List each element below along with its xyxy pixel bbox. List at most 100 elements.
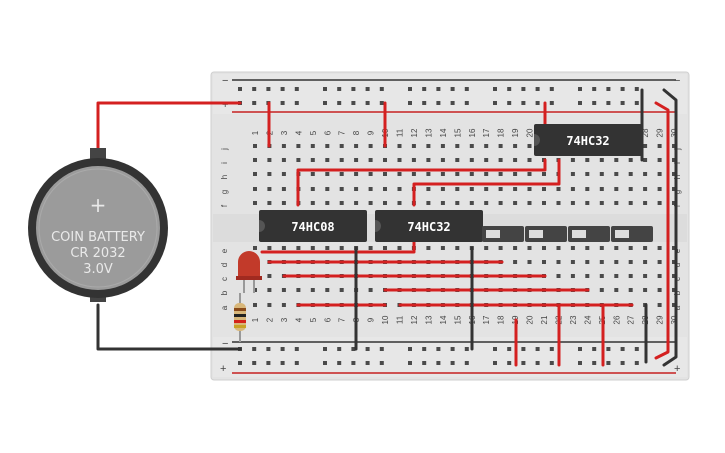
rail-hole[interactable] [365,87,370,91]
breadboard-hole[interactable] [527,172,532,176]
breadboard-hole[interactable] [281,158,286,162]
breadboard-hole[interactable] [542,201,546,205]
rail-hole[interactable] [337,101,342,105]
rail-hole[interactable] [422,87,427,91]
breadboard-hole[interactable] [368,187,373,191]
rail-hole[interactable] [521,361,526,365]
breadboard-hole[interactable] [657,144,662,148]
breadboard-hole[interactable] [585,187,590,191]
breadboard-hole[interactable] [599,158,604,162]
wire-power-rail-right[interactable] [654,101,670,360]
breadboard-hole[interactable] [354,158,359,162]
breadboard-hole[interactable] [310,172,315,176]
breadboard-hole[interactable] [672,246,676,250]
rail-hole[interactable] [606,87,611,91]
rail-hole[interactable] [606,101,611,105]
breadboard-hole[interactable] [614,288,619,292]
rail-hole[interactable] [464,87,469,91]
breadboard-hole[interactable] [281,246,286,250]
breadboard-hole[interactable] [643,274,648,278]
breadboard-hole[interactable] [570,158,575,162]
breadboard-hole[interactable] [310,187,315,191]
rail-hole[interactable] [266,361,271,365]
breadboard-hole[interactable] [657,288,662,292]
rail-hole[interactable] [280,87,285,91]
breadboard-hole[interactable] [585,158,590,162]
breadboard-hole[interactable] [325,158,330,162]
breadboard-hole[interactable] [599,288,604,292]
breadboard-hole[interactable] [281,172,286,176]
breadboard-hole[interactable] [570,187,575,191]
breadboard-hole[interactable] [542,187,546,191]
breadboard-hole[interactable] [368,201,373,205]
breadboard-hole[interactable] [498,144,503,148]
breadboard-hole[interactable] [643,144,648,148]
breadboard-hole[interactable] [354,172,359,176]
breadboard-hole[interactable] [672,288,676,292]
breadboard-hole[interactable] [253,144,257,148]
breadboard-hole[interactable] [339,187,344,191]
breadboard-hole[interactable] [672,303,676,307]
breadboard-hole[interactable] [281,187,286,191]
breadboard-hole[interactable] [657,158,662,162]
breadboard-hole[interactable] [310,288,315,292]
rail-hole[interactable] [323,347,327,351]
breadboard-hole[interactable] [498,201,503,205]
breadboard-hole[interactable] [455,172,460,176]
breadboard-hole[interactable] [267,274,272,278]
rail-hole[interactable] [436,347,441,351]
rail-hole[interactable] [294,87,299,91]
rail-hole[interactable] [464,347,469,351]
rail-hole[interactable] [493,101,497,105]
rail-hole[interactable] [379,347,384,351]
breadboard-hole[interactable] [585,201,590,205]
rail-hole[interactable] [294,347,299,351]
breadboard-hole[interactable] [354,187,359,191]
breadboard-hole[interactable] [570,201,575,205]
rail-hole[interactable] [365,361,370,365]
rail-hole[interactable] [606,361,611,365]
breadboard-hole[interactable] [469,144,474,148]
rail-hole[interactable] [408,87,412,91]
breadboard-hole[interactable] [310,144,315,148]
wire-or-input[interactable] [412,158,561,207]
breadboard-hole[interactable] [542,246,546,250]
breadboard-hole[interactable] [484,172,489,176]
breadboard-hole[interactable] [296,144,301,148]
breadboard-hole[interactable] [253,303,257,307]
breadboard-hole[interactable] [281,144,286,148]
rail-hole[interactable] [535,101,540,105]
rail-hole[interactable] [351,347,356,351]
rail-hole[interactable] [323,361,327,365]
breadboard-hole[interactable] [440,158,445,162]
breadboard-hole[interactable] [368,172,373,176]
rail-hole[interactable] [535,347,540,351]
breadboard-hole[interactable] [657,187,662,191]
breadboard-hole[interactable] [643,158,648,162]
breadboard-hole[interactable] [281,201,286,205]
rail-hole[interactable] [592,87,597,91]
breadboard-hole[interactable] [411,144,416,148]
breadboard-hole[interactable] [484,187,489,191]
rail-hole[interactable] [521,347,526,351]
breadboard-hole[interactable] [513,246,518,250]
rail-hole[interactable] [450,361,455,365]
breadboard-hole[interactable] [628,246,633,250]
breadboard-hole[interactable] [339,201,344,205]
rail-hole[interactable] [634,347,639,351]
breadboard-hole[interactable] [628,288,633,292]
wire-led-feed[interactable] [260,238,416,254]
breadboard-hole[interactable] [426,158,431,162]
rail-hole[interactable] [535,87,540,91]
rail-hole[interactable] [436,87,441,91]
breadboard-hole[interactable] [556,260,561,264]
breadboard-hole[interactable] [253,246,257,250]
breadboard-hole[interactable] [498,187,503,191]
breadboard-hole[interactable] [643,187,648,191]
breadboard-hole[interactable] [527,246,532,250]
breadboard-hole[interactable] [325,246,330,250]
rail-hole[interactable] [549,347,554,351]
breadboard-hole[interactable] [527,144,532,148]
breadboard-hole[interactable] [469,172,474,176]
rail-hole[interactable] [238,87,242,91]
